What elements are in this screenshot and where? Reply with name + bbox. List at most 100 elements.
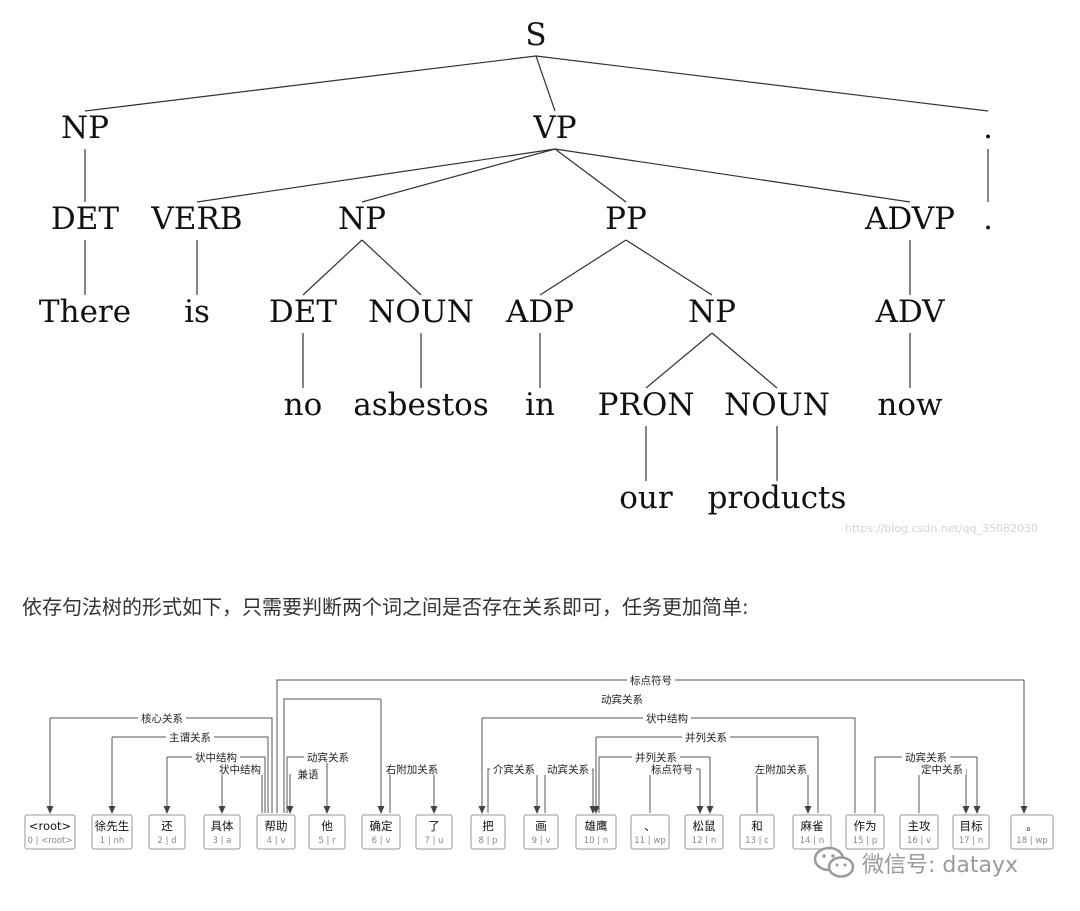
- dependency-arc: 兼语: [286, 768, 321, 814]
- tree-edge: [361, 148, 556, 203]
- tree-node: PRON: [598, 387, 695, 423]
- relation-label: 动宾关系: [601, 693, 643, 706]
- dependency-arc: 主谓关系: [108, 731, 269, 814]
- dependency-arc: 标点符号: [276, 674, 1028, 814]
- token-meta: 2 | d: [157, 836, 176, 846]
- token-word: 确定: [370, 819, 393, 833]
- tree-node: in: [525, 387, 555, 423]
- token-word: 把: [482, 819, 494, 833]
- token-word: 、: [644, 819, 656, 833]
- dependency-arc: 定中关系: [918, 763, 970, 814]
- tree-edge: [361, 239, 422, 296]
- dependency-arcs: 标点符号动宾关系核心关系状中结构主谓关系并列关系状中结构状中结构动宾关系兼语右附…: [46, 674, 1028, 814]
- relation-label: 左附加关系: [755, 763, 808, 776]
- tree-node: no: [284, 387, 323, 423]
- wechat-icon: [813, 846, 855, 878]
- tree-node: products: [708, 480, 847, 516]
- tree-node: ADVP: [864, 201, 955, 237]
- dependency-arc: 左附加关系: [751, 763, 812, 814]
- relation-label: 介宾关系: [493, 763, 535, 776]
- token-meta: 11 | wp: [634, 836, 665, 846]
- tree-edge: [645, 332, 713, 389]
- token-word: 目标: [960, 819, 983, 833]
- token-box: 主攻 16 | v: [899, 814, 939, 850]
- relation-label: 定中关系: [921, 763, 963, 776]
- caption-text: 依存句法树的形式如下，只需要判断两个词之间是否存在关系即可，任务更加简单:: [22, 595, 749, 619]
- tree-node: S: [525, 17, 546, 53]
- dependency-arc: 状中结构: [216, 763, 264, 814]
- tree-node: now: [877, 387, 943, 423]
- token-word: 松鼠: [693, 819, 716, 833]
- tree-node: There: [39, 294, 131, 330]
- tree-node: NP: [688, 294, 736, 330]
- relation-label: 标点符号: [630, 674, 672, 687]
- tree-edge: [535, 55, 989, 112]
- token-word: 画: [535, 819, 547, 833]
- token-word: 。: [1026, 819, 1038, 833]
- relation-label: 动宾关系: [905, 751, 947, 764]
- token-word: 徐先生: [95, 819, 130, 833]
- dependency-arc: 核心关系: [46, 712, 273, 814]
- token-word: 帮助: [265, 819, 288, 833]
- token-meta: 16 | v: [907, 836, 931, 846]
- dependency-arc: 动宾关系: [283, 693, 646, 814]
- token-word: 雄鹰: [585, 819, 608, 833]
- token-meta: 4 | v: [267, 836, 286, 846]
- token-box: 。18 | wp: [1010, 814, 1054, 850]
- relation-label: 状中结构: [195, 751, 237, 764]
- tree-edges: [84, 55, 989, 481]
- relation-label: 并列关系: [685, 731, 727, 744]
- token-word: 和: [751, 819, 763, 833]
- tree-node: VERB: [150, 201, 242, 237]
- tree-node: .: [983, 201, 993, 237]
- token-box: 雄鹰 10 | n: [575, 814, 617, 850]
- token-word: 主攻: [908, 819, 931, 833]
- token-meta: 6 | v: [372, 836, 391, 846]
- relation-label: 状中结构: [219, 763, 261, 776]
- wechat-id: 微信号: datayx: [862, 853, 1018, 878]
- token-word: 作为: [854, 819, 877, 833]
- tree-edge: [84, 55, 537, 112]
- token-meta: 15 | p: [853, 836, 877, 846]
- token-meta: 5 | r: [318, 836, 336, 846]
- tree-node: VP: [532, 110, 576, 146]
- token-box: 松鼠 12 | n: [684, 814, 724, 850]
- tree-node: .: [983, 110, 993, 146]
- token-box: 他 5 | r: [308, 814, 346, 850]
- relation-label: 兼语: [298, 768, 319, 781]
- token-box: 还 2 | d: [148, 814, 186, 850]
- tree-edge: [554, 148, 911, 203]
- relation-label: 状中结构: [646, 712, 688, 725]
- token-word: 具体: [211, 819, 234, 833]
- token-meta: 10 | n: [584, 836, 608, 846]
- token-word: 还: [161, 819, 173, 833]
- dependency-arc: 动宾关系: [874, 751, 981, 814]
- relation-label: 动宾关系: [307, 751, 349, 764]
- relation-label: 标点符号: [651, 763, 693, 776]
- token-word: 麻雀: [801, 819, 824, 833]
- token-box: 确定 6 | v: [361, 814, 401, 850]
- token-box: 画9 | v: [523, 814, 559, 850]
- tree-node: DET: [51, 201, 119, 237]
- tree-node: NOUN: [368, 294, 474, 330]
- token-meta: 8 | p: [478, 836, 497, 846]
- dependency-arc: 状中结构: [478, 712, 856, 814]
- token-word: 他: [321, 819, 333, 833]
- wechat-watermark: 微信号: datayx: [812, 845, 1018, 881]
- dependency-arc: 动宾关系: [544, 763, 597, 814]
- tree-node: NOUN: [724, 387, 830, 423]
- tree-node: PP: [605, 201, 647, 237]
- dependency-arc: 并列关系: [592, 731, 819, 814]
- dependency-arc: 介宾关系: [487, 763, 541, 814]
- tree-edge: [625, 239, 713, 296]
- token-meta: 13 | c: [745, 836, 769, 846]
- tree-node: NP: [61, 110, 109, 146]
- token-box: 了7 | u: [415, 814, 453, 850]
- tree-edge: [302, 239, 363, 296]
- token-box: 帮助 4 | v: [256, 814, 296, 850]
- csdn-watermark: https://blog.csdn.net/qq_35082030: [845, 522, 1038, 535]
- token-meta: 12 | n: [692, 836, 716, 846]
